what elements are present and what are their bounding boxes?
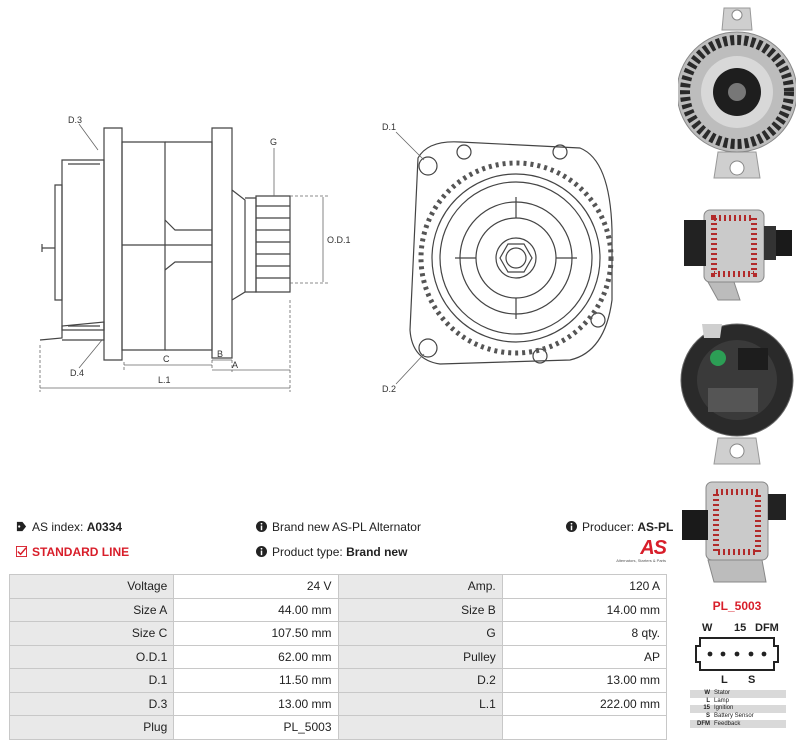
pin-label-w: W <box>702 622 713 634</box>
label-g: G <box>270 137 277 147</box>
as-pl-logo: AS Alternators, Starters & Parts <box>616 537 667 563</box>
label-d4: D.4 <box>70 368 84 378</box>
label-d2: D.2 <box>382 384 396 394</box>
label-c: C <box>163 354 170 364</box>
technical-drawing: D.3 D.4 G O.D.1 C B A L.1 D.1 D.2 <box>39 115 614 394</box>
label-a: A <box>232 360 238 370</box>
plug-title: PL_5003 <box>712 599 762 613</box>
side-view-drawing <box>39 127 291 361</box>
info-icon <box>256 521 267 532</box>
label-d3: D.3 <box>68 115 82 125</box>
description: Brand new AS-PL Alternator <box>256 520 421 534</box>
pin-label-15: 15 <box>734 622 747 634</box>
info-icon <box>256 546 267 557</box>
alternator-front-photo <box>678 7 796 179</box>
as-index-value: A0334 <box>86 520 123 534</box>
front-view-drawing <box>409 141 614 365</box>
alternator-side-photo-2 <box>682 481 786 583</box>
plug-connector-diagram <box>695 637 779 671</box>
label-od1: O.D.1 <box>327 235 351 245</box>
tag-icon <box>16 521 27 532</box>
info-icon <box>566 521 577 532</box>
label-b: B <box>217 349 223 359</box>
product-type: Product type: Brand new <box>256 545 407 559</box>
pin-label-dfm: DFM <box>755 622 779 634</box>
label-l1: L.1 <box>158 375 171 385</box>
label-d1: D.1 <box>382 122 396 132</box>
pin-label-l: L <box>721 674 728 686</box>
as-index: AS index: A0334 <box>16 520 122 534</box>
pin-label-s: S <box>748 674 756 686</box>
checkbox-icon <box>16 546 27 557</box>
producer: Producer: AS-PL <box>566 520 673 534</box>
product-line: STANDARD LINE <box>16 545 129 559</box>
alternator-side-photo <box>684 209 792 301</box>
alternator-rear-photo <box>680 323 794 465</box>
